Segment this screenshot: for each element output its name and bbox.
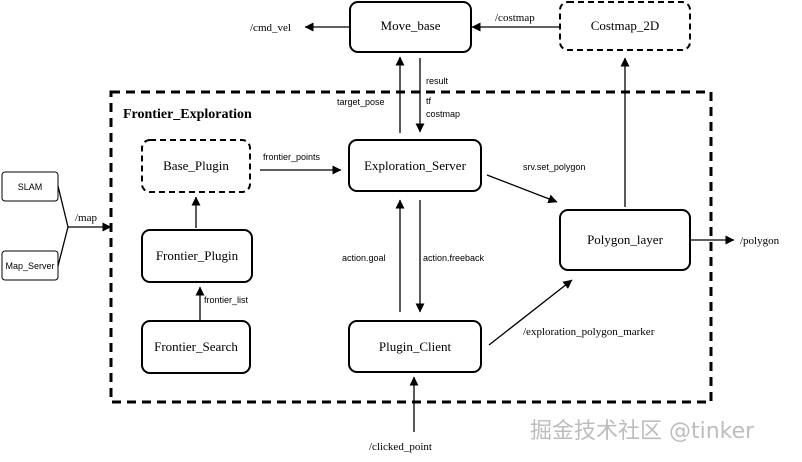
costmap-2d-node	[559, 1, 691, 51]
edge-label-costmap: costmap	[426, 109, 460, 119]
edge-label-action-freeback: action.freeback	[423, 253, 485, 263]
frontier-plugin-label: Frontier_Plugin	[156, 248, 239, 263]
edge-label-costmap-topic: /costmap	[495, 12, 535, 24]
frontier-plugin-node	[141, 229, 253, 283]
frontier-search-node	[141, 320, 251, 374]
plugin-client-label: Plugin_Client	[379, 339, 452, 354]
move-base-label: Move_base	[381, 18, 441, 33]
base-plugin-node	[141, 139, 251, 193]
slam-label: SLAM	[18, 182, 43, 192]
edge-label-cmd-vel: /cmd_vel	[250, 22, 291, 34]
frontier-search-label: Frontier_Search	[154, 339, 238, 354]
frontier-exploration-group	[109, 90, 713, 404]
edge-label-exploration-polygon-marker: /exploration_polygon_marker	[523, 326, 655, 338]
edge-label-frontier-points: frontier_points	[263, 152, 321, 162]
edge-slam-to-map	[57, 185, 69, 228]
edge-map-server-to-map	[57, 226, 69, 267]
edge-label-polygon: /polygon	[740, 235, 780, 247]
exploration-server-label: Exploration_Server	[364, 158, 466, 173]
edge-label-frontier-list: frontier_list	[204, 295, 249, 305]
edge-label-srv-set-polygon: srv.set_polygon	[523, 162, 585, 172]
base-plugin-label: Base_Plugin	[163, 158, 229, 173]
exploration-server-node	[348, 139, 482, 192]
watermark-text: 掘金技术社区 @tinker	[530, 419, 755, 444]
edge-label-target-pose: target_pose	[337, 97, 385, 107]
edge-label-map: /map	[75, 212, 97, 224]
edge-srv-set-polygon	[486, 174, 558, 204]
polygon-layer-label: Polygon_layer	[587, 232, 663, 247]
edge-label-action-goal: action.goal	[342, 253, 386, 263]
edge-label-clicked-point: /clicked_point	[369, 441, 432, 453]
edge-exploration-polygon-marker	[488, 279, 573, 346]
map-server-label: Map_Server	[5, 261, 54, 271]
plugin-client-node	[348, 320, 482, 373]
edge-label-result: result	[426, 76, 449, 86]
edge-label-tf: tf	[426, 96, 432, 106]
costmap-2d-label: Costmap_2D	[591, 18, 660, 33]
group-title: Frontier_Exploration	[123, 107, 252, 122]
